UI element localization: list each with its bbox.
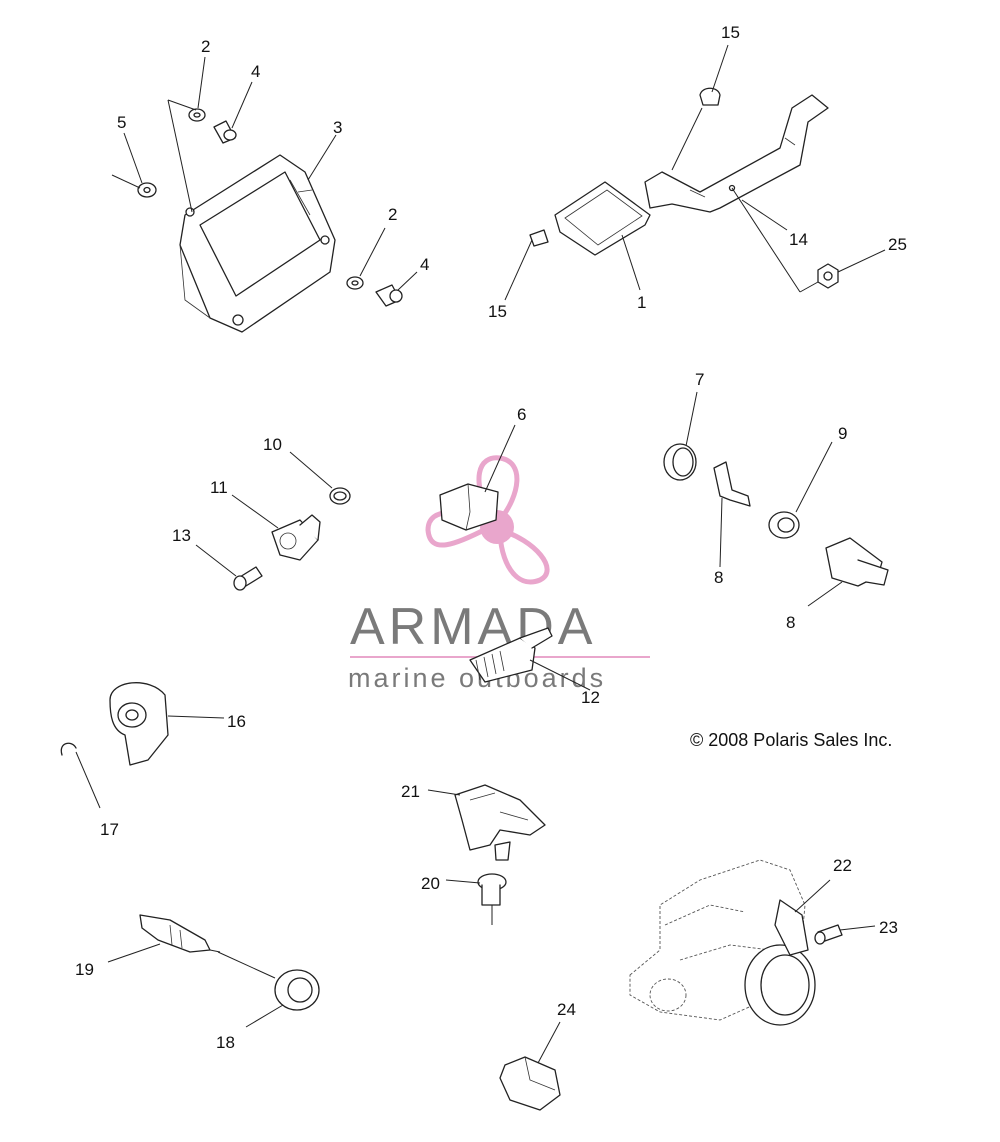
callout-15: 15 — [488, 302, 507, 321]
callout-9: 9 — [838, 424, 847, 443]
part-23-screw — [814, 924, 843, 945]
callout-15: 15 — [721, 23, 740, 42]
callout-10: 10 — [263, 435, 282, 454]
callout-4: 4 — [251, 62, 260, 81]
callout-2: 2 — [201, 37, 210, 56]
leader-lines — [75, 44, 886, 1064]
callout-17: 17 — [100, 820, 119, 839]
part-4-screw-right — [375, 284, 403, 307]
callout-14: 14 — [789, 230, 808, 249]
part-3-ecu — [179, 154, 336, 333]
part-22-throttle-body — [629, 859, 816, 1026]
callout-19: 19 — [75, 960, 94, 979]
part-9-grommet — [768, 511, 800, 539]
part-21-map-sensor — [454, 784, 546, 861]
watermark-brand: ARMADA — [350, 598, 596, 656]
part-2-washer-right — [346, 276, 364, 290]
callout-5: 5 — [117, 113, 126, 132]
callout-22: 22 — [833, 856, 852, 875]
part-15-rivet-top — [699, 87, 721, 106]
part-14-bracket — [644, 94, 829, 213]
callout-21: 21 — [401, 782, 420, 801]
callout-3: 3 — [333, 118, 342, 137]
callout-6: 6 — [517, 405, 526, 424]
part-19-sensor — [139, 914, 211, 953]
part-16-knock-sensor — [109, 682, 169, 766]
part-20-fitting — [477, 873, 507, 906]
part-8-sensor — [825, 537, 889, 587]
part-15-rivet-left — [529, 229, 549, 247]
callout-23: 23 — [879, 918, 898, 937]
part-2-washer-top — [188, 108, 206, 122]
part-13-bolt — [233, 566, 263, 591]
callout-11: 11 — [210, 478, 228, 497]
callout-25: 25 — [888, 235, 907, 254]
part-4-screw-top — [213, 120, 237, 144]
callout-4: 4 — [420, 255, 429, 274]
part-7-cap — [663, 443, 697, 481]
part-24-connector — [499, 1056, 561, 1111]
callout-12: 12 — [581, 688, 600, 707]
callout-2: 2 — [388, 205, 397, 224]
part-25-nut — [817, 263, 839, 289]
callout-20: 20 — [421, 874, 440, 893]
callout-8: 8 — [714, 568, 723, 587]
callout-13: 13 — [172, 526, 191, 545]
callout-18: 18 — [216, 1033, 235, 1052]
part-10-oring — [329, 487, 351, 505]
part-17-clip — [60, 742, 77, 756]
copyright-notice: © 2008 Polaris Sales Inc. — [690, 730, 892, 750]
part-8-clip — [713, 461, 751, 507]
part-11-sensor — [271, 514, 321, 561]
part-6-sensor — [439, 483, 499, 531]
callout-24: 24 — [557, 1000, 576, 1019]
part-5-washer — [137, 182, 157, 198]
callout-labels: 2 4 5 3 2 4 15 15 1 14 25 7 9 8 8 10 11 … — [75, 23, 907, 1052]
callout-16: 16 — [227, 712, 246, 731]
part-12-sensor — [469, 627, 553, 683]
callout-8: 8 — [786, 613, 795, 632]
part-1-box — [554, 181, 651, 256]
callout-7: 7 — [695, 370, 704, 389]
callout-1: 1 — [637, 293, 646, 312]
part-18-grommet — [274, 969, 320, 1011]
